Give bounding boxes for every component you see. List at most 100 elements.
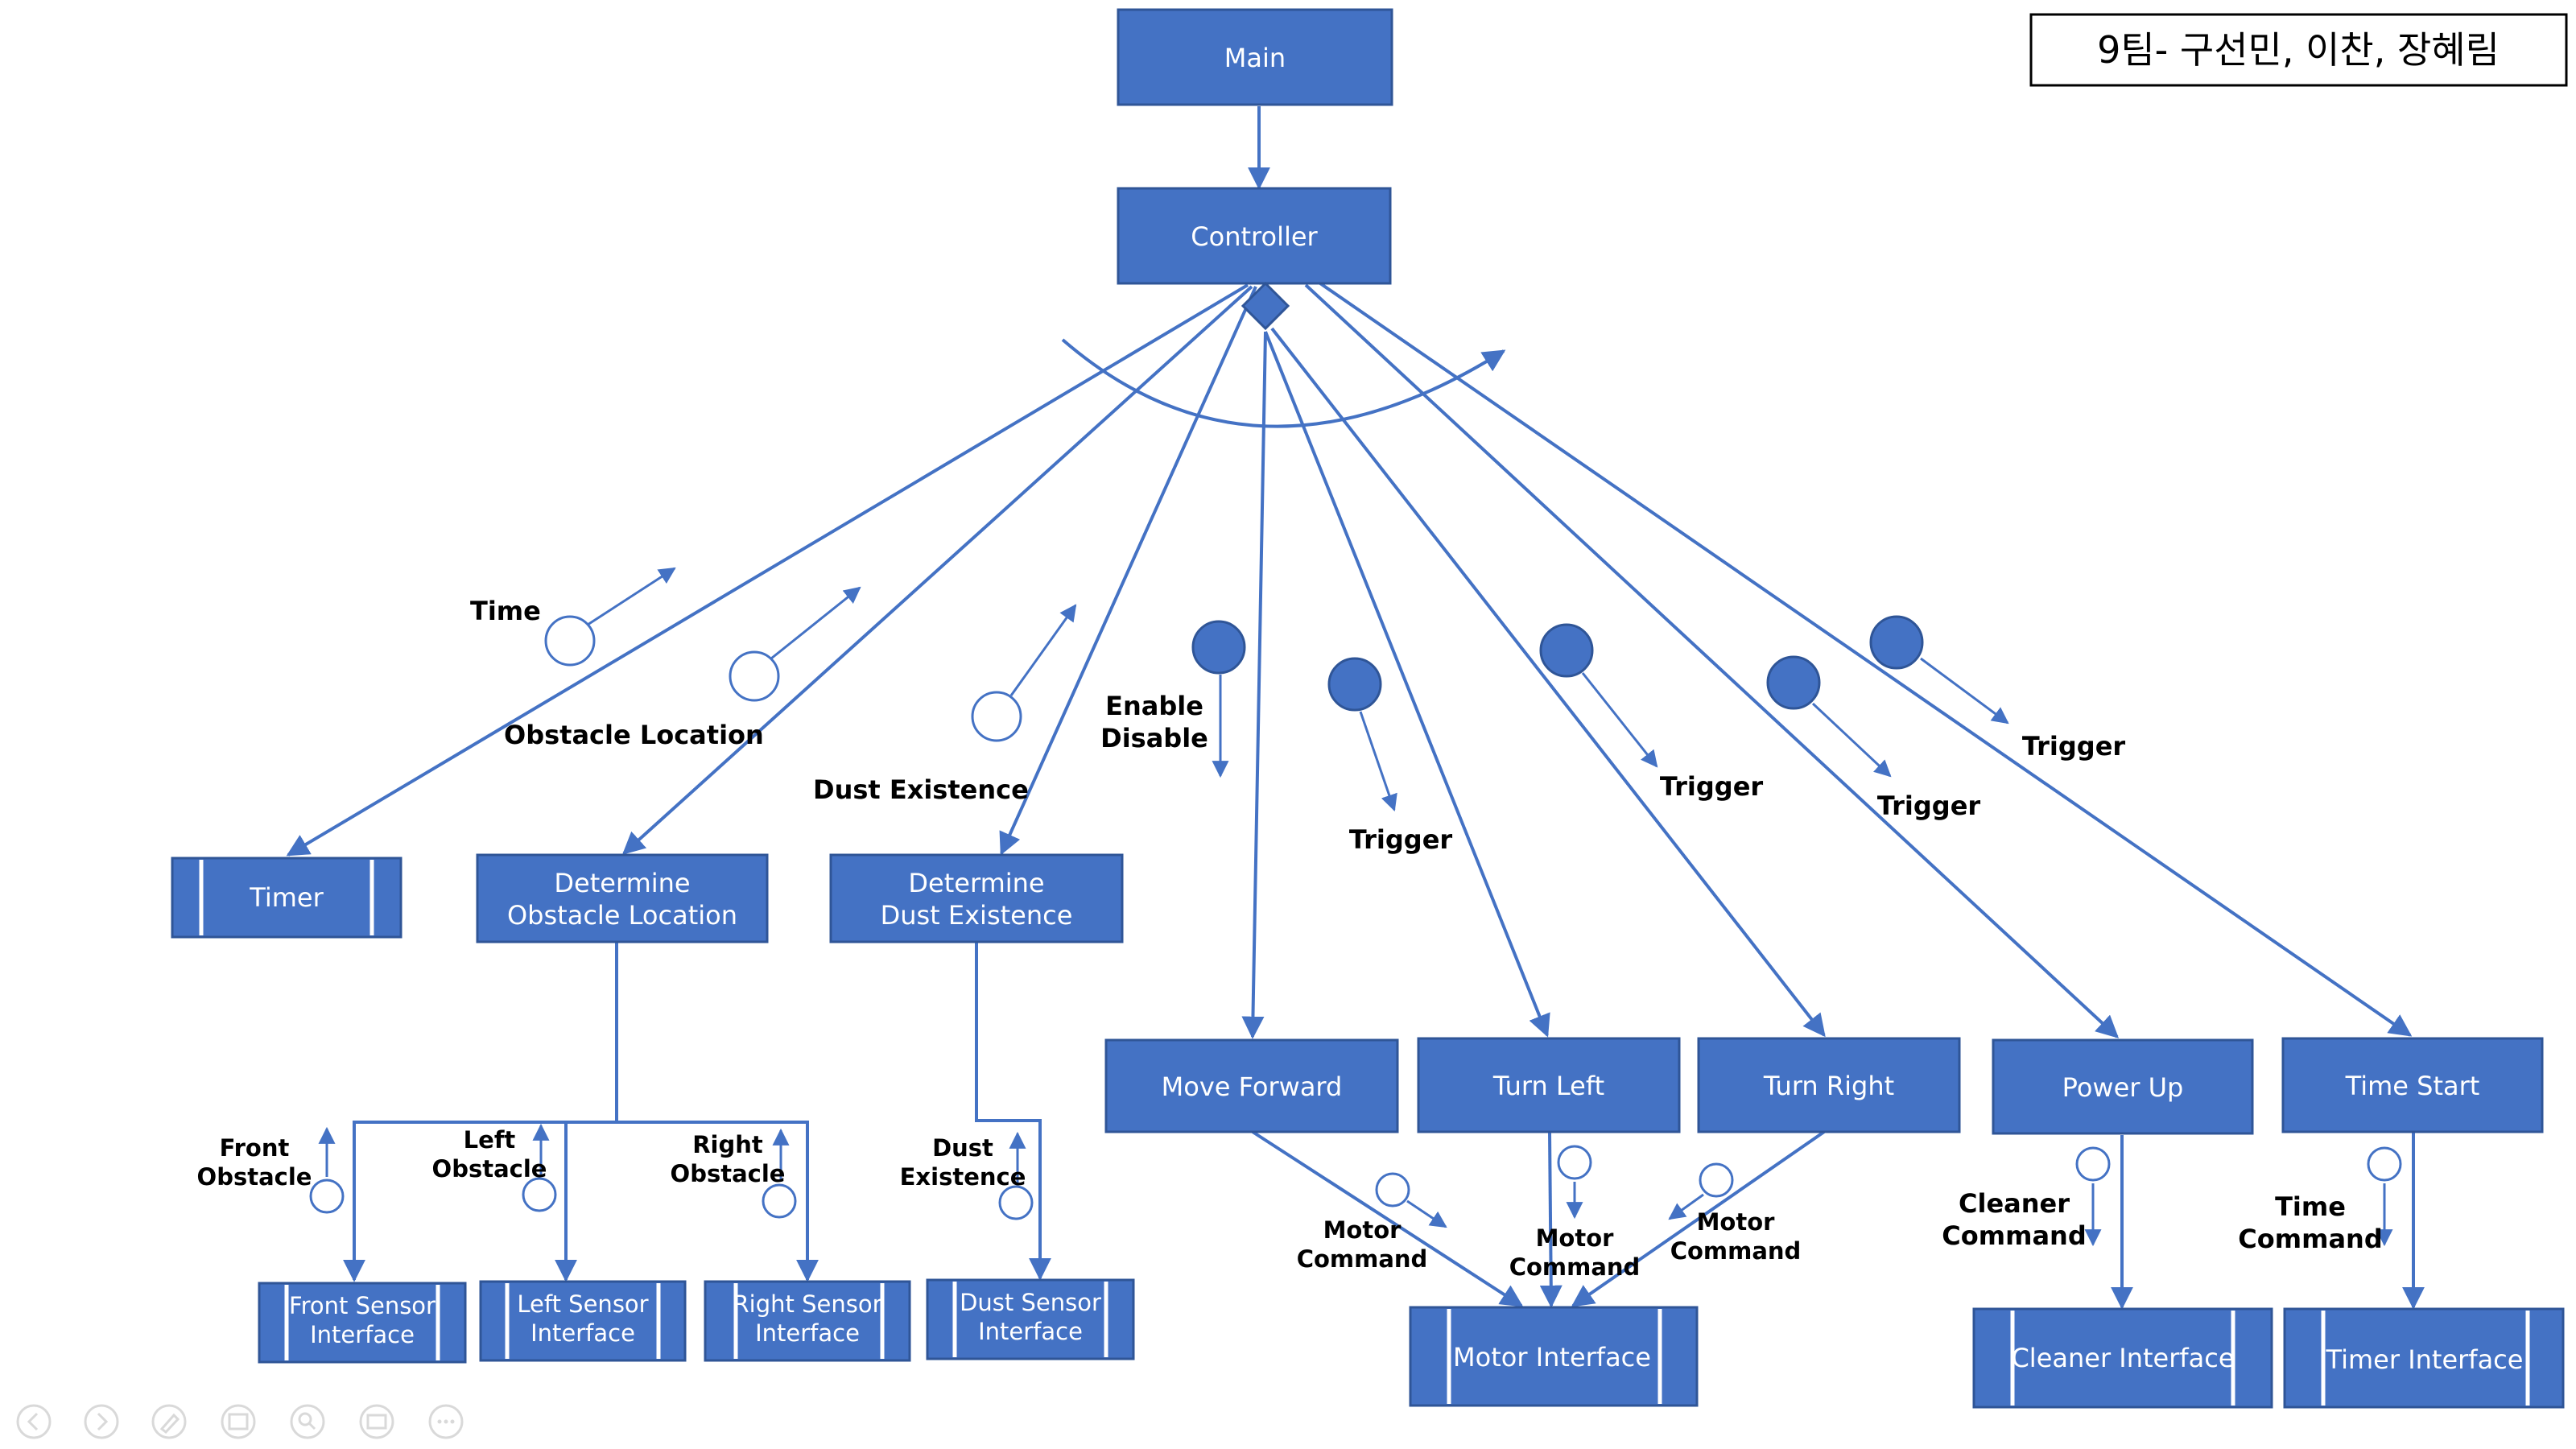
- flag-arrow: [1581, 672, 1658, 768]
- cleaner-cmd-label-line1: Cleaner: [1959, 1188, 2070, 1219]
- more-icon[interactable]: [428, 1404, 464, 1439]
- module-controller[interactable]: Controller: [1117, 187, 1392, 285]
- motor-cmd-label-2-line2: Command: [1509, 1253, 1641, 1281]
- motor-interface-label: Motor Interface: [1453, 1342, 1651, 1373]
- trigger-label-power: Trigger: [1877, 791, 1981, 821]
- flag-arrow: [1811, 702, 1892, 778]
- data-couple-icon: [762, 1183, 797, 1219]
- slides-icon[interactable]: [221, 1404, 256, 1439]
- forward-motor-link: [1251, 1130, 1524, 1307]
- right-motor-link: [1571, 1130, 1826, 1307]
- front-obstacle-label-line1: Front: [220, 1134, 290, 1162]
- module-time-start[interactable]: Time Start: [2281, 1037, 2544, 1133]
- trigger-label-right: Trigger: [1660, 771, 1764, 802]
- time-cmd-label-line2: Command: [2238, 1224, 2382, 1254]
- left-sensor-line2: Interface: [530, 1319, 635, 1347]
- obstacle-branch: [343, 1121, 819, 1282]
- time-label: Time: [470, 596, 541, 626]
- control-flag-icon: [1191, 620, 1246, 675]
- data-couple-icon: [1375, 1172, 1410, 1208]
- front-sensor-line2: Interface: [310, 1321, 415, 1348]
- disable-label: Disable: [1100, 723, 1208, 753]
- controller-dust-link: [999, 286, 1257, 856]
- couple-arrow: [770, 586, 861, 660]
- motor-cmd-label-1-line2: Command: [1297, 1245, 1428, 1273]
- data-couple-icon: [2367, 1146, 2402, 1182]
- motor-cmd-label-2-line1: Motor: [1536, 1224, 1615, 1252]
- interface-motor[interactable]: Motor Interface: [1409, 1306, 1699, 1407]
- cleaner-cmd-label-line2: Command: [1942, 1220, 2086, 1251]
- determine-dust-line1: Determine: [908, 868, 1044, 898]
- module-determine-dust[interactable]: Determine Dust Existence: [829, 853, 1124, 943]
- cleaner-interface-label: Cleaner Interface: [2011, 1343, 2234, 1373]
- next-slide-icon[interactable]: [84, 1404, 119, 1439]
- module-main[interactable]: Main: [1117, 8, 1393, 106]
- interface-dust-sensor[interactable]: Dust Sensor Interface: [926, 1278, 1135, 1360]
- module-main-label: Main: [1224, 43, 1286, 73]
- interface-front-sensor[interactable]: Front Sensor Interface: [258, 1282, 467, 1364]
- data-couple-icon: [971, 691, 1022, 742]
- couple-arrow: [587, 567, 676, 626]
- obstacle-location-label: Obstacle Location: [504, 720, 764, 750]
- module-determine-obstacle[interactable]: Determine Obstacle Location: [476, 853, 769, 943]
- module-turn-right[interactable]: Turn Right: [1697, 1037, 1961, 1133]
- trigger-label-left: Trigger: [1349, 824, 1453, 855]
- controller-timestart-link: [1319, 282, 2413, 1037]
- turn-right-label: Turn Right: [1763, 1071, 1894, 1101]
- data-couple-icon: [1699, 1162, 1734, 1198]
- module-power-up[interactable]: Power Up: [1992, 1038, 2254, 1135]
- data-couple-icon: [309, 1179, 345, 1214]
- controller-timer-link: [286, 283, 1249, 857]
- previous-slide-icon[interactable]: [16, 1404, 52, 1439]
- team-label: 9팀- 구선민, 이찬, 장혜림: [2097, 28, 2500, 72]
- right-sensor-line2: Interface: [755, 1319, 860, 1347]
- zoom-icon[interactable]: [290, 1404, 325, 1439]
- dust-existence-label: Dust Existence: [813, 774, 1029, 805]
- controller-left-link: [1264, 331, 1550, 1038]
- module-controller-label: Controller: [1191, 221, 1318, 252]
- control-flag-icon: [1327, 657, 1382, 712]
- dust-label-line2: Existence: [900, 1163, 1026, 1191]
- left-obstacle-label-line1: Left: [464, 1126, 516, 1154]
- data-couple-icon: [998, 1185, 1034, 1220]
- time-start-label: Time Start: [2345, 1071, 2480, 1101]
- couple-arrow: [1668, 1193, 1704, 1220]
- data-couple-icon: [544, 615, 596, 667]
- motor-cmd-label-3-line2: Command: [1670, 1237, 1802, 1265]
- move-forward-label: Move Forward: [1162, 1071, 1343, 1102]
- control-flag-icon: [1766, 655, 1821, 710]
- module-move-forward[interactable]: Move Forward: [1104, 1038, 1399, 1133]
- slideshow-controls: [16, 1404, 464, 1439]
- subtitles-icon[interactable]: [359, 1404, 394, 1439]
- dust-sensor-line1: Dust Sensor: [960, 1289, 1101, 1316]
- module-turn-left[interactable]: Turn Left: [1417, 1037, 1681, 1133]
- control-flag-icon: [1539, 623, 1594, 678]
- motor-cmd-label-3-line1: Motor: [1697, 1208, 1776, 1236]
- interface-right-sensor[interactable]: Right Sensor Interface: [704, 1280, 911, 1362]
- controller-right-link: [1270, 327, 1826, 1038]
- controller-obstacle-link: [621, 285, 1253, 855]
- left-sensor-line1: Left Sensor: [517, 1290, 648, 1318]
- dust-label-line1: Dust: [932, 1134, 993, 1162]
- power-up-label: Power Up: [2062, 1072, 2184, 1103]
- front-sensor-line1: Front Sensor: [289, 1292, 436, 1319]
- connections: [286, 106, 2425, 1310]
- dust-sensor-link: [975, 942, 1051, 1281]
- interface-timer[interactable]: Timer Interface: [2283, 1307, 2565, 1409]
- enable-label: Enable: [1105, 691, 1203, 721]
- interface-left-sensor[interactable]: Left Sensor Interface: [479, 1280, 687, 1362]
- data-couple-icon: [729, 650, 780, 702]
- couple-labels: Time Obstacle Location Dust Existence En…: [197, 596, 2383, 1281]
- dust-sensor-line2: Interface: [978, 1318, 1083, 1345]
- turn-left-label: Turn Left: [1492, 1071, 1604, 1101]
- team-label-box: 9팀- 구선민, 이찬, 장혜림: [2029, 13, 2568, 87]
- front-obstacle-label-line2: Obstacle: [197, 1163, 312, 1191]
- determine-dust-line2: Dust Existence: [881, 900, 1073, 931]
- pen-icon[interactable]: [151, 1404, 187, 1439]
- module-timer[interactable]: Timer: [171, 857, 402, 939]
- trigger-label-timestart: Trigger: [2022, 731, 2126, 762]
- couple-arrow: [1406, 1199, 1447, 1228]
- interface-cleaner[interactable]: Cleaner Interface: [1972, 1307, 2273, 1409]
- control-flag-icon: [1869, 615, 1924, 670]
